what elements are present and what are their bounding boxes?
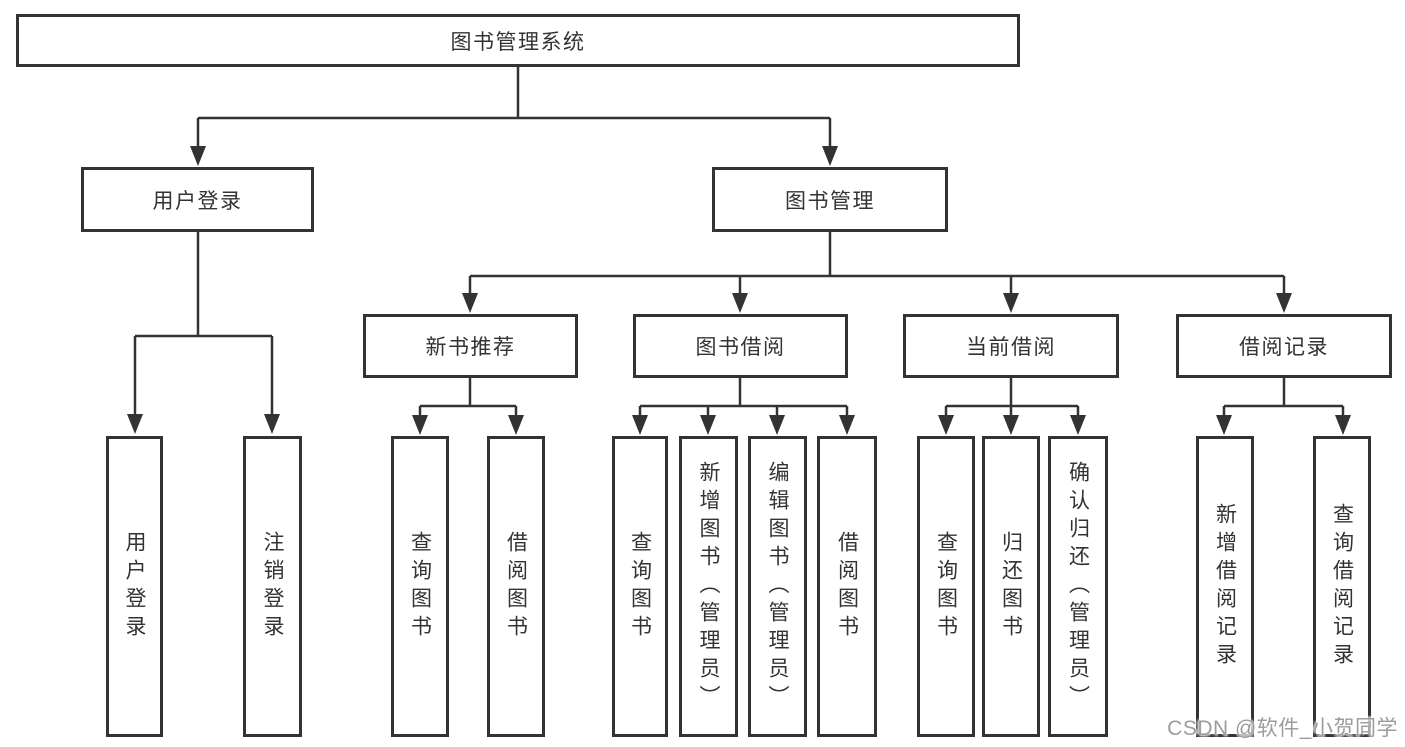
arrowhead-current-return-books xyxy=(1003,415,1019,435)
node-new-book-recommend: 新书推荐 xyxy=(363,314,578,378)
connector-book-borrowing-children xyxy=(638,378,849,418)
arrowhead-borrowing-query-books xyxy=(632,415,648,435)
arrowhead-leaf-user-login xyxy=(127,414,143,434)
node-library-system: 图书管理系统 xyxy=(16,14,1020,67)
connector-new-book-children xyxy=(418,378,518,418)
leaf-borrowing-edit-books: 编辑图书（管理员） xyxy=(748,436,807,737)
arrowhead-book-management xyxy=(822,146,838,166)
node-user-login: 用户登录 xyxy=(81,167,314,232)
leaf-newrec-query-books: 查询图书 xyxy=(391,436,449,737)
arrowhead-current-confirm-return xyxy=(1070,415,1086,435)
leaf-logout: 注销登录 xyxy=(243,436,302,737)
leaf-current-confirm-return: 确认归还（管理员） xyxy=(1048,436,1108,737)
arrowhead-borrowing-edit-books xyxy=(769,415,785,435)
node-book-borrowing: 图书借阅 xyxy=(633,314,848,378)
node-current-borrowing-label: 当前借阅 xyxy=(966,336,1056,359)
node-library-system-label: 图书管理系统 xyxy=(450,30,586,54)
leaf-borrowing-borrow-books-label: 借阅图书 xyxy=(835,530,859,643)
node-book-management-label: 图书管理 xyxy=(785,189,875,213)
node-book-management: 图书管理 xyxy=(712,167,948,232)
leaf-records-query-record-label: 查询借阅记录 xyxy=(1330,502,1354,671)
arrowhead-records-add-record xyxy=(1216,415,1232,435)
leaf-borrowing-query-books: 查询图书 xyxy=(612,436,668,737)
arrowhead-current-borrowing xyxy=(1003,293,1019,313)
node-current-borrowing: 当前借阅 xyxy=(903,314,1119,378)
arrowhead-newrec-query-books xyxy=(412,415,428,435)
leaf-current-query-books: 查询图书 xyxy=(917,436,975,737)
node-new-book-recommend-label: 新书推荐 xyxy=(425,336,516,359)
leaf-user-login: 用户登录 xyxy=(106,436,163,737)
leaf-current-confirm-return-label: 确认归还（管理员） xyxy=(1066,460,1090,713)
connector-borrow-records-children xyxy=(1222,378,1345,418)
connector-book-management-children xyxy=(468,232,1286,296)
leaf-newrec-borrow-books: 借阅图书 xyxy=(487,436,545,737)
leaf-borrowing-borrow-books: 借阅图书 xyxy=(817,436,877,737)
arrowhead-leaf-logout xyxy=(264,414,280,434)
leaf-current-query-books-label: 查询图书 xyxy=(934,530,958,643)
connector-root-to-level2 xyxy=(196,67,832,148)
leaf-borrowing-edit-books-label: 编辑图书（管理员） xyxy=(766,460,789,713)
arrowhead-current-query-books xyxy=(938,415,954,435)
leaf-records-query-record: 查询借阅记录 xyxy=(1313,436,1371,737)
arrowhead-newrec-borrow-books xyxy=(508,415,524,435)
leaf-newrec-query-books-label: 查询图书 xyxy=(408,530,432,643)
leaf-current-return-books: 归还图书 xyxy=(982,436,1040,737)
leaf-logout-label: 注销登录 xyxy=(261,530,284,643)
leaf-current-return-books-label: 归还图书 xyxy=(999,530,1023,643)
arrowhead-new-book-recommend xyxy=(462,293,478,313)
arrowhead-borrowing-add-books xyxy=(700,415,716,435)
arrowhead-borrowing-borrow-books xyxy=(839,415,855,435)
connector-current-borrowing-children xyxy=(944,378,1080,418)
leaf-borrowing-add-books-label: 新增图书（管理员） xyxy=(697,460,720,713)
node-borrow-records: 借阅记录 xyxy=(1176,314,1392,378)
arrowhead-book-borrowing xyxy=(732,293,748,313)
node-borrow-records-label: 借阅记录 xyxy=(1239,336,1329,359)
arrowhead-records-query-record xyxy=(1335,415,1351,435)
connector-user-login-children xyxy=(133,232,274,416)
leaf-borrowing-add-books: 新增图书（管理员） xyxy=(679,436,738,737)
arrowhead-user-login xyxy=(190,146,206,166)
arrowhead-borrow-records xyxy=(1276,293,1292,313)
node-book-borrowing-label: 图书借阅 xyxy=(695,336,786,359)
leaf-newrec-borrow-books-label: 借阅图书 xyxy=(504,530,528,643)
node-user-login-label: 用户登录 xyxy=(152,189,243,213)
leaf-user-login-label: 用户登录 xyxy=(123,530,146,643)
leaf-records-add-record: 新增借阅记录 xyxy=(1196,436,1254,737)
leaf-borrowing-query-books-label: 查询图书 xyxy=(628,530,652,643)
leaf-records-add-record-label: 新增借阅记录 xyxy=(1213,502,1237,671)
csdn-watermark: CSDN @软件_小贺同学 xyxy=(1167,717,1398,740)
